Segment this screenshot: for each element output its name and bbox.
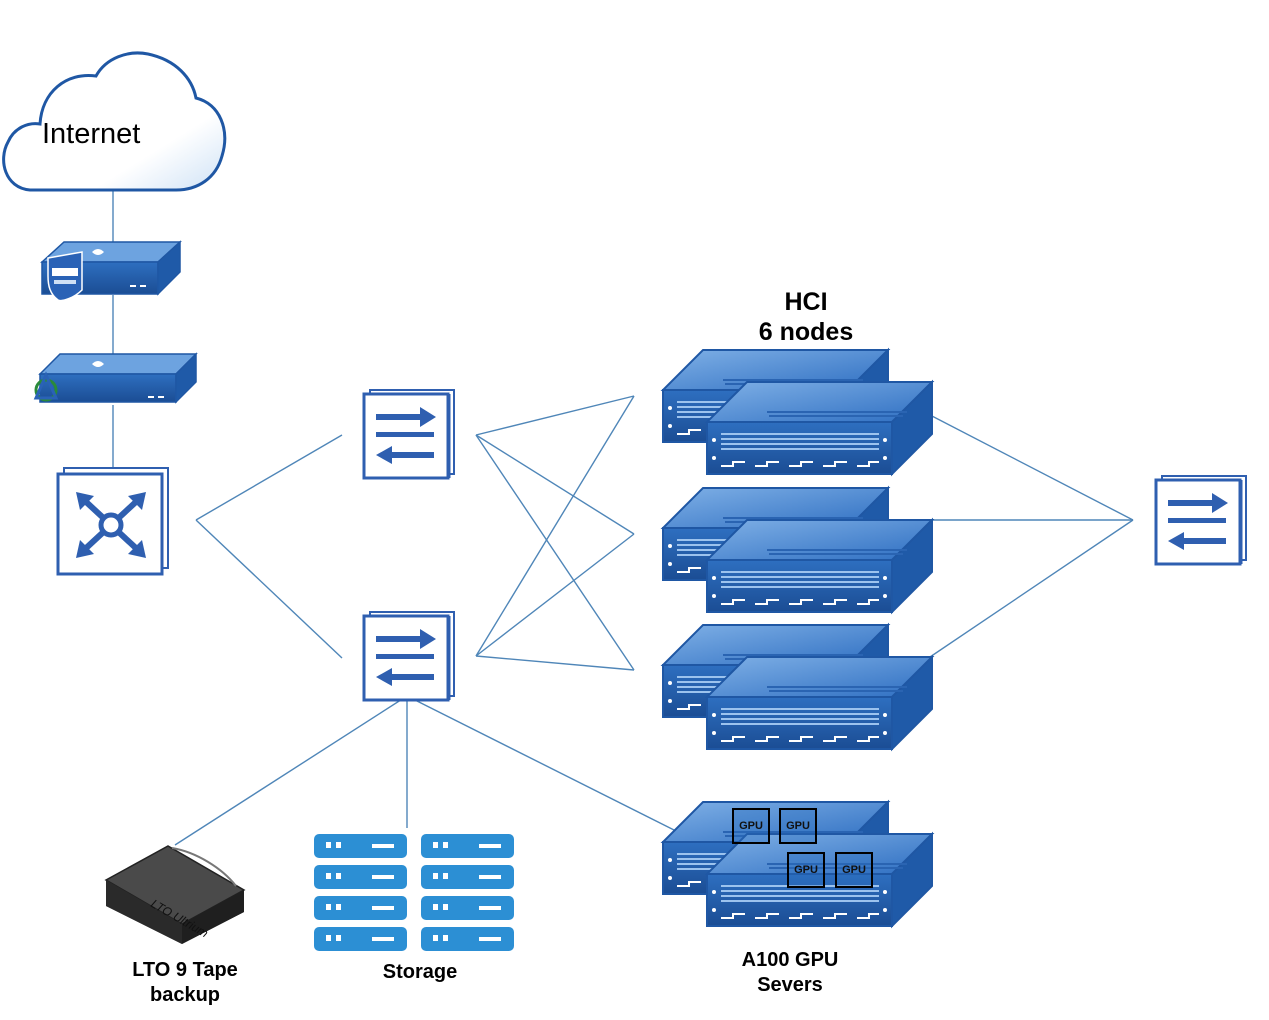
access-switch-bottom-icon bbox=[362, 610, 456, 702]
gpu-chip-1: GPU bbox=[732, 808, 770, 844]
storage-unit-8 bbox=[421, 927, 514, 951]
ngaf-firewall-icon bbox=[40, 240, 182, 302]
gpu-label: A100 GPU Severs bbox=[700, 948, 880, 998]
storage-array-icon bbox=[314, 834, 514, 951]
hci-server-pair-3-icon bbox=[662, 624, 933, 750]
core-switch-icon bbox=[56, 467, 169, 576]
storage-label: Storage bbox=[382, 961, 458, 983]
storage-unit-4 bbox=[314, 927, 407, 951]
hci-server-pair-1-icon bbox=[662, 349, 933, 475]
lto-tape-cartridge-icon: LTO Ultrium bbox=[104, 845, 246, 944]
sangfor-appliance-icon bbox=[33, 352, 198, 404]
gpu-chip-4: GPU bbox=[835, 852, 873, 888]
gpu-chip-2: GPU bbox=[779, 808, 817, 844]
hci-title-line2: 6 nodes bbox=[758, 318, 854, 346]
storage-unit-5 bbox=[421, 834, 514, 858]
hci-server-pair-2-icon bbox=[662, 487, 933, 613]
gpu-label-line2: Severs bbox=[757, 974, 823, 996]
connection-lines bbox=[112, 190, 1134, 846]
hci-title-line1: HCI bbox=[784, 288, 828, 316]
storage-switch-icon bbox=[1154, 474, 1248, 566]
storage-unit-1 bbox=[314, 834, 407, 858]
storage-unit-7 bbox=[421, 896, 514, 920]
access-switch-top-icon bbox=[362, 388, 456, 480]
storage-unit-6 bbox=[421, 865, 514, 889]
gpu-chip-3: GPU bbox=[787, 852, 825, 888]
gpu-label-line1: A100 GPU bbox=[741, 949, 839, 971]
storage-unit-3 bbox=[314, 896, 407, 920]
tape-label-line2: backup bbox=[149, 984, 221, 1006]
storage-unit-2 bbox=[314, 865, 407, 889]
internet-label: Internet bbox=[42, 118, 141, 150]
internet-cloud-icon bbox=[2, 51, 227, 192]
hci-title: HCI 6 nodes bbox=[726, 287, 886, 347]
tape-label: LTO 9 Tape backup bbox=[100, 958, 270, 1008]
tape-label-line1: LTO 9 Tape bbox=[132, 959, 238, 981]
